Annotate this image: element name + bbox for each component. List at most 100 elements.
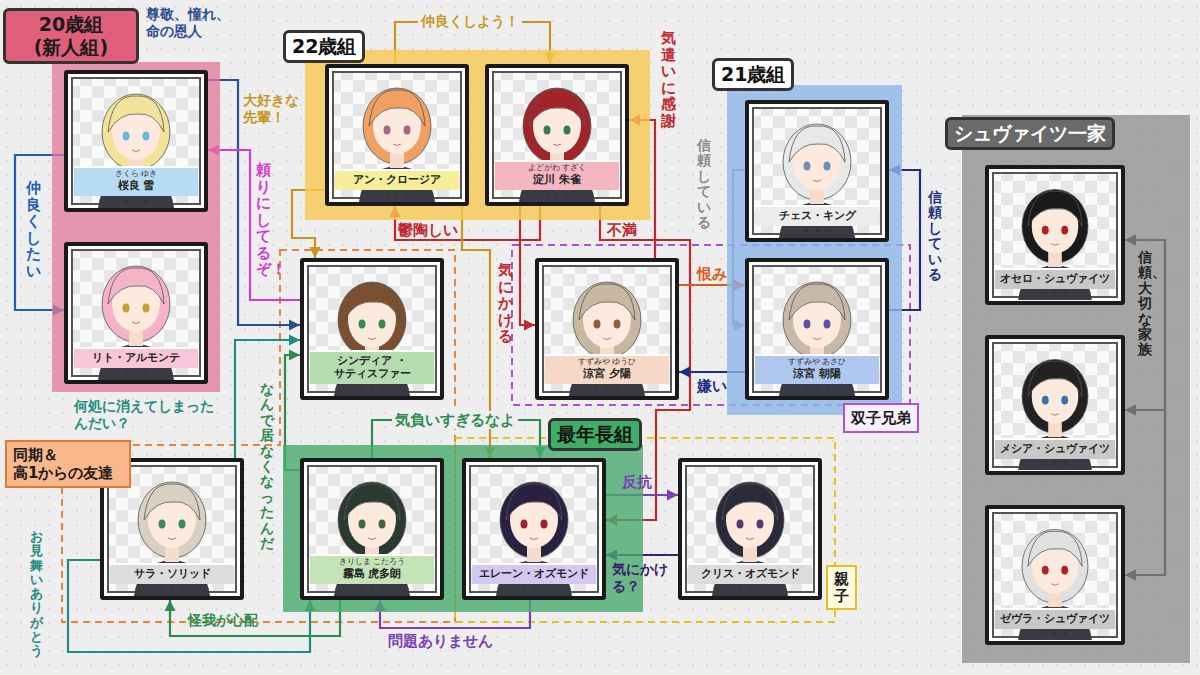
- character-card: ゼヴラ・シュヴァイツ: [985, 505, 1125, 645]
- character-name: 桜良 雪: [76, 179, 196, 193]
- relation-label: 気にかける？: [612, 561, 676, 595]
- name-plate: ゼヴラ・シュヴァイツ: [995, 608, 1115, 629]
- character-name: 霧島 虎多朗: [312, 567, 432, 581]
- group-panel: 20歳組 (新人組)さくら ゆき桜良 雪リト・アルモンテ: [52, 62, 220, 392]
- arrowhead: [165, 600, 176, 611]
- dashed-outline: [455, 438, 835, 622]
- relation-arrow: [520, 206, 535, 331]
- relation-label: 問題ありません: [388, 632, 493, 650]
- character-name: チェス・キング: [757, 209, 877, 223]
- name-plate: チェス・キング: [755, 205, 879, 226]
- character-card: すずみや あさひ涼宮 朝陽: [745, 258, 889, 400]
- character-name: サラ・ソリッド: [112, 567, 232, 581]
- relation-label: 仲良くしたい: [26, 180, 41, 279]
- relation-label: 信頼している: [928, 190, 942, 282]
- dashed-outline: [512, 245, 910, 405]
- name-plate: よどがわ すざく淀川 朱雀: [495, 160, 619, 190]
- relation-label: 気遣いに感謝: [661, 30, 676, 129]
- character-name: シンディア ・サティスファー: [312, 354, 432, 382]
- name-plate: オセロ・シュヴァイツ: [995, 268, 1115, 289]
- name-reading: よどがわ すざく: [497, 164, 617, 173]
- relation-label: 恨み: [697, 265, 727, 283]
- character-name: 涼宮 夕陽: [547, 367, 667, 381]
- note-box: 双子兄弟: [843, 403, 919, 433]
- relation-label: 不満: [607, 221, 637, 239]
- name-plate: リト・アルモンテ: [74, 347, 198, 368]
- character-name: リト・アルモンテ: [76, 351, 196, 365]
- name-reading: すずみや ゆうひ: [547, 358, 667, 367]
- note-text: 双子兄弟: [851, 409, 911, 427]
- character-card: さくら ゆき桜良 雪: [64, 70, 208, 212]
- connector-line: [208, 150, 300, 300]
- character-card: よどがわ すざく淀川 朱雀: [485, 64, 629, 206]
- group-heading: 22歳組: [283, 30, 365, 63]
- name-plate: すずみや ゆうひ涼宮 夕陽: [545, 354, 669, 384]
- character-name: 淀川 朱雀: [497, 173, 617, 187]
- character-name: オセロ・シュヴァイツ: [997, 272, 1113, 286]
- relation-label: 嫌い: [697, 377, 727, 395]
- note-text: 同期＆ 高1からの友達: [13, 446, 123, 482]
- relation-label: 気負いすぎるなよ: [392, 411, 518, 429]
- character-card: オセロ・シュヴァイツ: [985, 165, 1125, 305]
- character-name: 涼宮 朝陽: [757, 367, 877, 381]
- relation-label: 尊敬、憧れ、命の恩人: [146, 6, 236, 40]
- relation-label: 気にかける: [498, 262, 513, 345]
- character-card: シンディア ・サティスファー: [300, 258, 444, 400]
- name-reading: きりしま こたろう: [312, 558, 432, 567]
- character-name: アン・クロージア: [337, 173, 457, 187]
- character-card: すずみや ゆうひ涼宮 夕陽: [535, 258, 679, 400]
- note-text: 親子: [834, 571, 849, 604]
- character-card: きりしま こたろう霧島 虎多朗: [300, 458, 444, 600]
- character-card: チェス・キング: [745, 100, 889, 242]
- group-panel: 21歳組チェス・キングすずみや あさひ涼宮 朝陽: [727, 85, 902, 415]
- group-heading: 20歳組 (新人組): [3, 8, 139, 64]
- name-plate: メシア・シュヴァイツ: [995, 438, 1115, 459]
- relation-label: 大好きな先輩！: [243, 92, 301, 126]
- name-plate: アン・クロージア: [335, 169, 459, 190]
- character-card: リト・アルモンテ: [64, 242, 208, 384]
- group-panel: シュヴァイツ一家オセロ・シュヴァイツメシア・シュヴァイツゼヴラ・シュヴァイツ: [962, 115, 1190, 663]
- group-heading: シュヴァイツ一家: [945, 117, 1115, 150]
- character-name: メシア・シュヴァイツ: [997, 442, 1113, 456]
- arrowhead: [310, 247, 321, 258]
- character-card: クリス・オズモンド: [678, 458, 822, 600]
- relation-label: 信頼している: [697, 138, 711, 230]
- relation-label: 鬱陶しい: [398, 221, 458, 239]
- character-card: アン・クロージア: [325, 64, 469, 206]
- name-plate: きりしま こたろう霧島 虎多朗: [310, 554, 434, 584]
- character-name: クリス・オズモンド: [690, 567, 810, 581]
- relation-label: お見舞いありがとう: [30, 530, 43, 659]
- group-heading: 最年長組: [548, 418, 642, 451]
- group-heading: 21歳組: [712, 58, 794, 91]
- name-plate: すずみや あさひ涼宮 朝陽: [755, 354, 879, 384]
- name-plate: エレーン・オズモンド: [472, 563, 596, 584]
- note-box: 親子: [826, 565, 857, 610]
- relation-label: 怪我が心配: [188, 612, 258, 629]
- arrowhead: [289, 350, 300, 361]
- arrowhead: [289, 335, 300, 346]
- character-name: ゼヴラ・シュヴァイツ: [997, 612, 1113, 626]
- relation-label: 何処に消えてしまったんだい？: [74, 398, 226, 432]
- arrowhead: [524, 320, 535, 331]
- arrowhead: [679, 367, 690, 378]
- relation-label: 頼りにしてるぞ！: [256, 162, 271, 278]
- relation-label: なんで居なくなったんだ: [260, 382, 274, 551]
- character-card: メシア・シュヴァイツ: [985, 335, 1125, 475]
- relation-label: 信頼、大切な家族: [1138, 250, 1152, 358]
- note-box: 同期＆ 高1からの友達: [5, 440, 131, 488]
- connector-line: [208, 80, 300, 325]
- name-plate: さくら ゆき桜良 雪: [74, 166, 198, 196]
- relation-arrow: [208, 80, 300, 331]
- group-panel: 22歳組アン・クロージアよどがわ すざく淀川 朱雀: [305, 50, 650, 220]
- relation-arrow: [208, 145, 300, 301]
- dashed-outline: [62, 250, 455, 622]
- relation-label: 仲良くしよう！: [418, 13, 522, 30]
- name-plate: クリス・オズモンド: [688, 563, 812, 584]
- arrowhead: [289, 320, 300, 331]
- group-panel: 最年長組きりしま こたろう霧島 虎多朗エレーン・オズモンド: [283, 445, 643, 612]
- name-plate: シンディア ・サティスファー: [310, 350, 434, 385]
- name-plate: サラ・ソリッド: [110, 563, 234, 584]
- arrowhead: [667, 490, 678, 501]
- name-reading: すずみや あさひ: [757, 358, 877, 367]
